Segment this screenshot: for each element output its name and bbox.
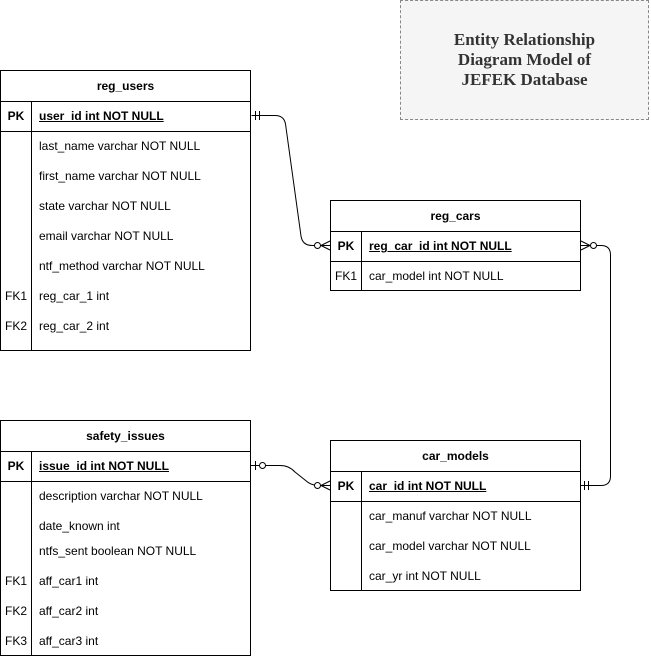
key-label: FK2 — [4, 604, 27, 618]
attribute: aff_car2 int — [39, 604, 99, 618]
pk-row: PK user_id int NOT NULL — [1, 101, 250, 132]
key-label: FK1 — [4, 289, 27, 303]
rel-users-to-cars — [251, 111, 331, 251]
attribute: first_name varchar NOT NULL — [39, 169, 201, 183]
attribute: reg_car_2 int — [39, 319, 110, 333]
pk-label: PK — [337, 239, 355, 253]
entity-safety-issues[interactable]: safety_issues PK issue_id int NOT NULL d… — [0, 420, 251, 656]
entity-reg-cars[interactable]: reg_cars PK reg_car_id int NOT NULL FK1 … — [330, 200, 581, 291]
key-column-divider — [31, 451, 32, 655]
attribute: car_yr int NOT NULL — [369, 569, 481, 583]
attribute: description varchar NOT NULL — [39, 489, 203, 503]
diagram-title: Entity Relationship Diagram Model of JEF… — [400, 0, 649, 120]
title-line-2: Diagram Model of — [457, 50, 592, 69]
entity-reg-users[interactable]: reg_users PK user_id int NOT NULL last_n… — [0, 70, 251, 351]
entity-name: reg_users — [1, 71, 250, 102]
attribute: aff_car1 int — [39, 574, 99, 588]
pk-label: PK — [337, 479, 355, 493]
pk-label: PK — [7, 109, 25, 123]
key-column-divider — [31, 101, 32, 350]
attribute: state varchar NOT NULL — [39, 199, 171, 213]
pk-label: PK — [7, 459, 25, 473]
pk-row: PK issue_id int NOT NULL — [1, 451, 250, 482]
pk-attribute: reg_car_id int NOT NULL — [369, 239, 512, 253]
key-label: FK1 — [4, 574, 27, 588]
key-label: FK2 — [4, 319, 27, 333]
key-column-divider — [361, 231, 362, 290]
attribute: reg_car_1 int — [39, 289, 110, 303]
pk-attribute: user_id int NOT NULL — [39, 109, 164, 123]
entity-name: safety_issues — [1, 421, 250, 452]
pk-attribute: issue_id int NOT NULL — [39, 459, 170, 473]
attribute: car_manuf varchar NOT NULL — [369, 509, 532, 523]
rel-issues-to-models — [251, 461, 331, 491]
title-line-1: Entity Relationship — [453, 30, 596, 49]
pk-row: PK reg_car_id int NOT NULL — [331, 231, 580, 262]
attribute: last_name varchar NOT NULL — [39, 139, 201, 153]
entity-name: car_models — [331, 441, 580, 472]
attribute: ntfs_sent boolean NOT NULL — [39, 544, 197, 558]
rel-cars-to-models — [580, 240, 611, 490]
title-line-3: JEFEK Database — [461, 70, 588, 89]
attribute: date_known int — [39, 519, 120, 533]
entity-car-models[interactable]: car_models PK car_id int NOT NULL car_ma… — [330, 440, 581, 591]
entity-name: reg_cars — [331, 201, 580, 232]
attribute: email varchar NOT NULL — [39, 229, 174, 243]
attribute: car_model varchar NOT NULL — [369, 539, 531, 553]
pk-attribute: car_id int NOT NULL — [369, 479, 487, 493]
attribute: car_model int NOT NULL — [369, 269, 504, 283]
attribute: aff_car3 int — [39, 634, 99, 648]
key-label: FK1 — [334, 269, 357, 283]
key-label: FK3 — [4, 634, 27, 648]
pk-row: PK car_id int NOT NULL — [331, 471, 580, 502]
attribute: ntf_method varchar NOT NULL — [39, 259, 205, 273]
key-column-divider — [361, 471, 362, 590]
